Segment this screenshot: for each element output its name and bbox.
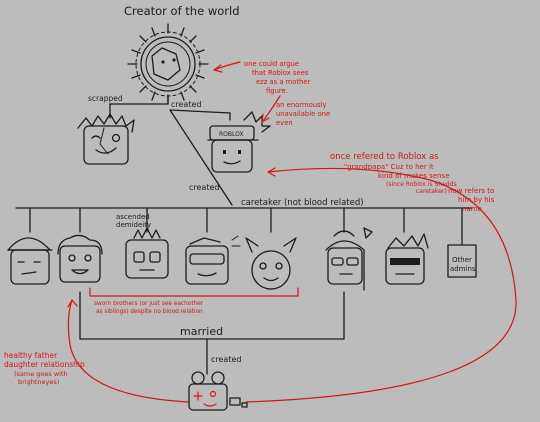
note-mother-line-1: one could argue [244,60,299,68]
other-admins-label-2: admins [450,265,476,273]
ascended-label-2: demideity [116,221,151,229]
note-healthy-line-2: daughter relationship [4,360,85,369]
roblox-head-icon: ROBLOX [207,111,271,173]
creator-sun-icon [127,23,209,105]
note-healthy-line-4: brightneyes) [18,378,59,386]
child-head-icon [188,371,248,411]
note-refers-line-2: him by his [458,196,495,204]
edge-label-created-3: created [211,355,241,364]
note-mother-line-3: ezz as a mother [256,78,311,86]
edge-label-created-1: created [171,100,201,109]
edge-label-caretaker: caretaker (not blood related) [241,198,364,208]
note-mother-line-4: figure. [266,87,288,95]
note-grandpapa-line-1: once refered to Roblox as [330,152,439,162]
note-grandpapa-line-4: (since Roblox is Shedds [386,181,457,188]
note-healthy-line-1: healthy father [4,351,58,360]
note-grandpapa-line-5: caretaker) [416,188,447,195]
note-demideity-line-1: an enormously [276,101,327,109]
head-7-shades-icon [385,233,429,285]
edge-label-created-2: created [189,183,219,192]
edge-label-married: married [180,325,223,338]
head-3-ascended-icon [125,227,169,279]
ascended-label-1: ascended [116,213,150,221]
other-admins-box [447,244,477,278]
head-4-goggles-icon [185,235,241,285]
head-5-horned-icon [245,237,297,290]
diagram-title: Creator of the world [124,4,240,18]
scrapped-head-icon [77,113,135,165]
note-sworn-line-1: sworn brothers (or just see eachother [94,301,204,307]
note-demideity-line-3: even [276,119,293,127]
note-sworn-line-2: as siblings) despite no blood relation [96,309,203,315]
head-6-glasses-icon [325,227,373,291]
note-demideity-line-2: unavailable one [276,110,330,118]
note-healthy-line-3: (same goes with [14,370,68,378]
other-admins-label-1: Other [452,256,472,264]
note-grandpapa-line-2: "grandpapa" Cuz to her it [344,163,434,171]
roblox-hat-label: ROBLOX [219,131,244,138]
note-refers-line-1: now refers to [448,187,494,195]
head-1-cap-icon [7,237,53,285]
head-2-curly-icon [57,234,103,283]
edge-label-scrapped: scrapped [88,94,123,103]
note-mother-line-2: that Roblox sees [252,69,309,77]
note-refers-line-3: name [462,205,482,213]
